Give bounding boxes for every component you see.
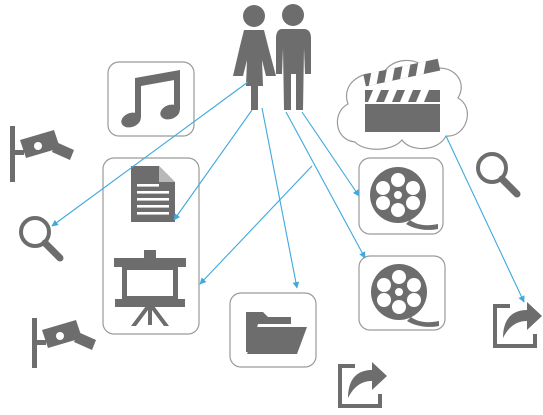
- document-icon: [131, 166, 175, 222]
- film-reel-icon: [370, 167, 438, 230]
- arrow-to-share: [445, 135, 525, 303]
- arrow-to-film-reel-2: [285, 111, 366, 259]
- music-note-icon: [121, 70, 180, 128]
- arrow-to-magnifier: [51, 81, 249, 227]
- arrow-to-film-reel-1: [301, 111, 360, 197]
- arrow-to-document: [173, 109, 253, 221]
- security-camera-icon: [10, 126, 74, 182]
- open-folder-icon: [246, 312, 307, 354]
- share-arrow-icon: [493, 302, 542, 348]
- presentation-board-icon: [114, 250, 186, 326]
- clapperboard-icon: [363, 58, 441, 132]
- couple-icon: [233, 4, 311, 110]
- arrow-to-folder: [261, 107, 300, 289]
- music-box: [107, 61, 195, 137]
- share-arrow-icon-2: [338, 362, 387, 408]
- film-reel-icon-2: [371, 264, 439, 327]
- magnifier-icon: [19, 216, 64, 262]
- connector-arrows: [51, 81, 525, 303]
- arrow-to-presentation: [199, 165, 313, 285]
- magnifier-icon-2: [476, 152, 521, 198]
- security-camera-icon-2: [32, 318, 96, 368]
